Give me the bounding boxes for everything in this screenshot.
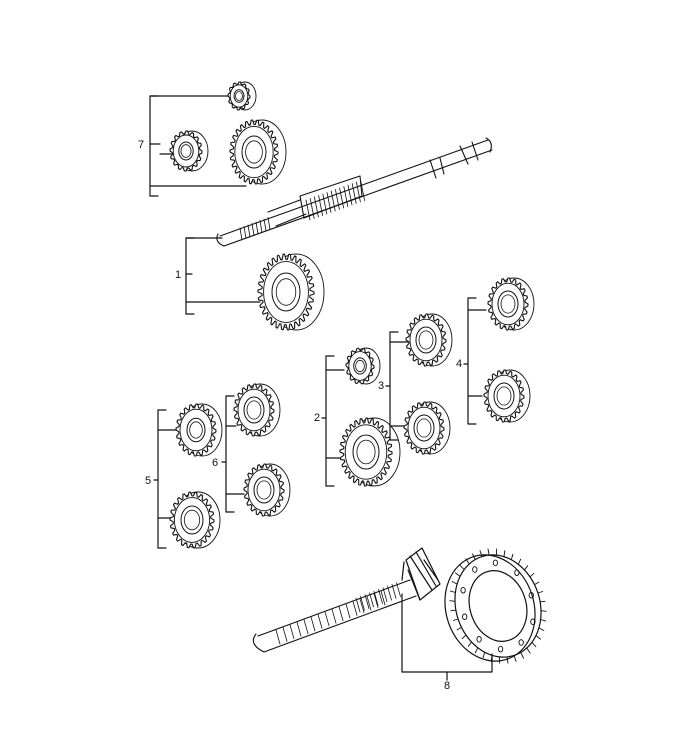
gear-3a — [405, 313, 453, 367]
gear-7b — [169, 130, 209, 172]
gear-7a — [227, 81, 257, 111]
bracket-4 — [463, 297, 487, 425]
callout-7: 7 — [138, 139, 145, 151]
callout-5: 5 — [145, 475, 152, 487]
bracket-6 — [221, 395, 245, 513]
bracket-7 — [149, 95, 247, 197]
bracket-1 — [185, 237, 261, 315]
bracket-8 — [401, 593, 493, 681]
callout-4: 4 — [456, 358, 463, 370]
input-shaft-splines — [239, 180, 365, 241]
callout-6: 6 — [212, 457, 219, 469]
callout-1: 1 — [175, 269, 182, 281]
callout-2: 2 — [314, 412, 321, 424]
gear-6b — [243, 463, 291, 517]
gear-1 — [257, 253, 325, 331]
input-shaft — [216, 137, 493, 247]
ring-gear-teeth — [449, 548, 547, 664]
gear-7c — [229, 119, 287, 185]
gear-set — [169, 81, 535, 549]
gear-4b — [483, 369, 531, 423]
gear-6a — [233, 383, 281, 437]
pinion-shaft — [252, 569, 421, 653]
gear-3b — [403, 401, 451, 455]
bracket-3 — [385, 331, 409, 441]
pinion-shaft-splines — [275, 582, 401, 645]
bracket-2 — [321, 355, 345, 487]
gear-2b — [339, 417, 401, 487]
gear-5b — [169, 491, 221, 549]
callout-3: 3 — [378, 380, 385, 392]
bevel-pinion — [401, 547, 441, 601]
gear-5a — [175, 403, 223, 457]
ring-gear — [444, 554, 542, 662]
gear-2a — [345, 347, 381, 385]
callout-8: 8 — [444, 680, 451, 692]
gear-4a — [487, 277, 535, 331]
